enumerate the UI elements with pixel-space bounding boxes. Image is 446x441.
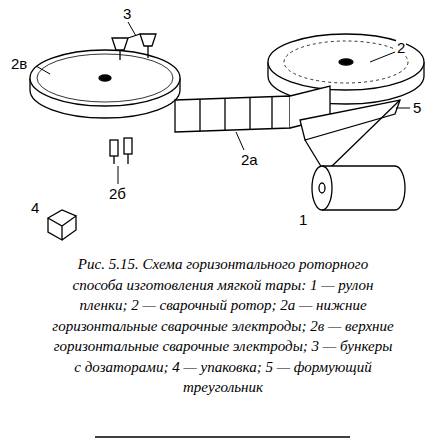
- forming-triangle: [300, 100, 400, 168]
- callout-number: 2а: [240, 152, 259, 167]
- callout-number: 5: [412, 100, 422, 115]
- package-box: [48, 210, 76, 240]
- film-web: [305, 100, 400, 168]
- rotor-inner: [37, 54, 173, 102]
- electrode-stem: [114, 154, 128, 164]
- left-rotor: [30, 50, 180, 118]
- hoppers: [112, 34, 156, 60]
- package: [48, 210, 76, 240]
- rotor-teeth: [284, 41, 408, 83]
- callout-number: 2в: [10, 56, 28, 71]
- rotor-hub: [99, 75, 111, 81]
- leader: [396, 108, 410, 109]
- callout-number: 2б: [108, 186, 127, 201]
- electrodes: [110, 138, 132, 164]
- callout-number: 2: [396, 40, 406, 55]
- roll-hub: [319, 183, 325, 193]
- rotor-top: [30, 50, 180, 106]
- rotor-top: [268, 34, 424, 90]
- electrode: [124, 138, 132, 154]
- leader: [370, 52, 395, 62]
- hopper-pipe: [120, 34, 148, 60]
- roll-end: [312, 166, 332, 210]
- leader: [36, 66, 50, 74]
- strip: [175, 96, 290, 132]
- right-rotor: [268, 34, 424, 104]
- callout-number: 1: [298, 212, 308, 227]
- callout-number: 4: [30, 200, 40, 215]
- rule-line: [95, 436, 350, 437]
- leader-lines: [36, 22, 410, 184]
- triangle: [300, 100, 400, 140]
- electrode: [110, 140, 118, 156]
- leader: [118, 166, 119, 184]
- roll-body: [322, 166, 405, 210]
- rotor-hub: [339, 59, 353, 65]
- leader: [236, 132, 244, 150]
- leader: [128, 22, 136, 36]
- figure-caption: Рис. 5.15. Схема горизонтального роторно…: [52, 254, 394, 398]
- seams: [200, 97, 272, 131]
- film-roll: [312, 166, 405, 210]
- callout-number: 3: [122, 6, 132, 21]
